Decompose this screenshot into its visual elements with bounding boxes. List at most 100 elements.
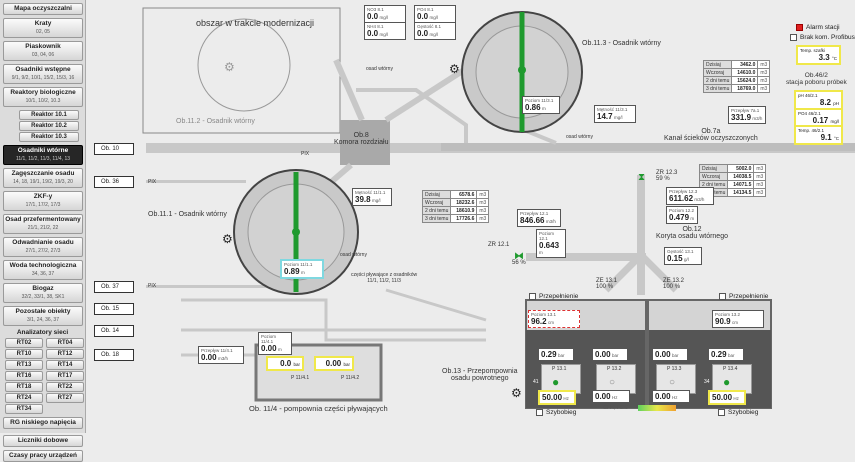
rt-button[interactable]: RT10 (5, 349, 43, 359)
rt-button[interactable]: RT18 (5, 382, 43, 392)
pipe (333, 58, 365, 122)
rt-button[interactable]: RT14 (46, 360, 84, 370)
modernization-label: obszar w trakcie modernizacji (196, 18, 315, 28)
freq-13-2: 0.00 Hz (592, 390, 630, 403)
runtime-button[interactable]: Czasy pracy urządzeń (3, 450, 83, 462)
quick-run-2[interactable]: Szybobieg (718, 409, 758, 416)
ob111-label: Ob.11.1 - Osadnik wtórny (148, 211, 227, 218)
gas-bar (638, 405, 676, 411)
pump-13-1[interactable]: P 13.1 41 ● (533, 364, 581, 394)
ob113-label: Ob.11.3 - Osadnik wtórny (582, 40, 661, 47)
inlet-ob18[interactable]: Ob. 18 (94, 349, 134, 361)
sidebar-item-reaktor-10-2[interactable]: Reaktor 10.2 (19, 121, 79, 131)
rt-button[interactable]: RT27 (46, 393, 84, 403)
pump-13-2[interactable]: P 13.2 ○ (596, 364, 636, 394)
daily-counters-button[interactable]: Liczniki dobowe (3, 435, 83, 447)
zr121-pct: 56 % (512, 260, 526, 266)
rg-button[interactable]: RG niskiego napięcia (3, 417, 83, 429)
inlet-ob14[interactable]: Ob. 14 (94, 325, 134, 337)
valve-icon[interactable]: ⧓ (514, 251, 524, 262)
rt-button[interactable]: RT04 (46, 338, 84, 348)
rt-button[interactable]: RT02 (5, 338, 43, 348)
gear-icon[interactable]: ⚙ (511, 386, 522, 400)
inlet-ob10[interactable]: Ob. 10 (94, 143, 134, 155)
gear-icon[interactable]: ⚙ (449, 62, 460, 76)
pix-label: PIX (148, 179, 157, 185)
rt-button[interactable]: RT34 (5, 404, 43, 414)
pressure-13-4: 0.29 bar (708, 348, 744, 361)
inlet-ob37[interactable]: Ob. 37 (94, 281, 134, 293)
freq-13-4: 50.00 Hz (708, 390, 746, 405)
pressure-13-3: 0.00 bar (652, 348, 688, 361)
pressure-13-1: 0.29 bar (538, 348, 574, 361)
pipe (181, 298, 486, 342)
pix-label: PIX (301, 151, 310, 157)
pipe-label: osad wtórny (566, 134, 593, 140)
zr121-label: ZR 12.1 (488, 242, 510, 248)
quick-run-1[interactable]: Szybobieg (536, 409, 576, 416)
rt-button[interactable]: RT24 (5, 393, 43, 403)
ob12-label: Ob.12 Koryta osadu wtórnego (656, 226, 728, 240)
map-button[interactable]: Mapa oczyszczalni (3, 3, 83, 15)
gear-icon[interactable]: ⚙ (224, 60, 235, 74)
tank-11-2 (197, 18, 291, 112)
rt-button[interactable]: RT17 (46, 371, 84, 381)
ob112-label: Ob.11.2 - Osadnik wtórny (176, 118, 255, 125)
rt-button[interactable]: RT12 (46, 349, 84, 359)
pipe (146, 285, 286, 288)
pump-11-4-2[interactable]: P 11/4.2 (341, 375, 360, 381)
ob114-label: Ob. 11/4 - pompownia części pływających (249, 404, 388, 413)
pump-13-4[interactable]: P 13.4 34 ● (704, 364, 752, 394)
rt-button[interactable]: RT16 (5, 371, 43, 381)
inlet-ob15[interactable]: Ob. 15 (94, 303, 134, 315)
rt-button[interactable]: RT13 (5, 360, 43, 370)
ob8-label: Ob.8 Komora rozdziału (334, 132, 389, 146)
pressure-13-2: 0.00 bar (592, 348, 628, 361)
pump-11-4-1[interactable]: P 11/4.1 (291, 375, 310, 381)
pipe-label: osad wtórny (340, 252, 367, 258)
ob13-label: Ob.13 - Przepompownia osadu powrotnego (442, 368, 518, 382)
pump-13-3[interactable]: P 13.3 ○ (656, 364, 696, 394)
gas-label: CH4, H2S (603, 405, 628, 411)
valve-icon[interactable]: ⧗ (638, 172, 646, 183)
pipe (356, 88, 468, 143)
sidebar-item-reaktor-10-3[interactable]: Reaktor 10.3 (19, 132, 79, 142)
freq-13-3: 0.00 Hz (652, 390, 690, 403)
rt-button[interactable]: RT22 (46, 382, 84, 392)
inlet-ob36[interactable]: Ob. 36 (94, 176, 134, 188)
pipe (385, 288, 487, 322)
rt-grid: RT02 RT04 RT10 RT12 RT13 RT14 RT16 RT17 … (5, 338, 84, 414)
sidebar-item-reaktor-10-1[interactable]: Reaktor 10.1 (19, 110, 79, 120)
gear-icon[interactable]: ⚙ (222, 232, 233, 246)
